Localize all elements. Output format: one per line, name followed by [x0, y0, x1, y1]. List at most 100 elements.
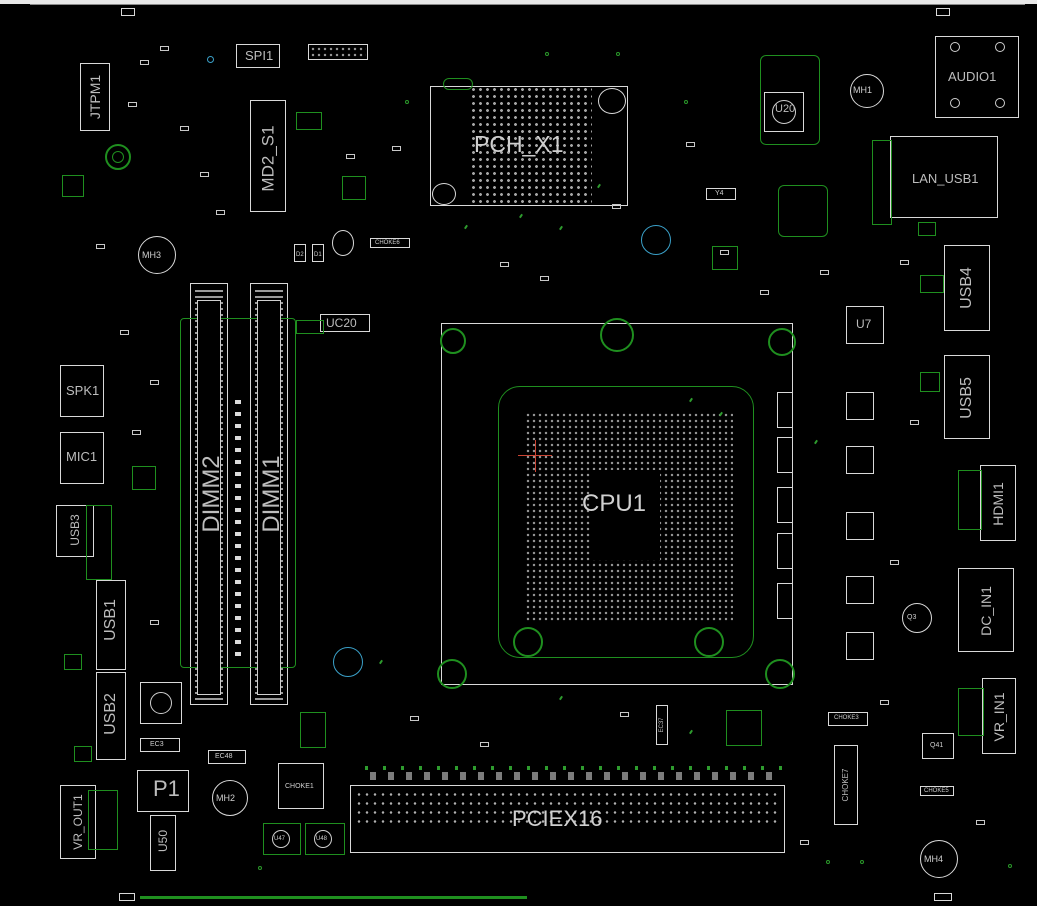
mh2-hole	[212, 780, 248, 816]
trace-tick	[379, 659, 383, 665]
smd-pad	[720, 250, 729, 255]
dc-in-jack	[958, 568, 1014, 652]
mosfet-5	[846, 632, 874, 660]
top-marker-right	[936, 8, 950, 16]
dimm2-slot-inner	[197, 300, 221, 695]
usb3-header	[56, 505, 94, 557]
cpu-hole-tr	[768, 328, 796, 356]
mh3-label: MH3	[142, 250, 162, 260]
cap-col-3	[777, 487, 793, 523]
cpu-keepout	[498, 386, 754, 658]
u47-chip	[272, 830, 290, 848]
via	[1008, 864, 1012, 868]
dimm2-label: DIMM2	[198, 455, 225, 533]
pch-pin1-trace	[443, 78, 473, 90]
mic-header	[60, 432, 104, 484]
smd-pad	[480, 742, 489, 747]
u50-label: U50	[156, 830, 170, 853]
copper-pad	[918, 222, 936, 236]
pcie-top-caps	[370, 772, 780, 780]
bottom-marker-right	[934, 893, 952, 901]
usb2-header	[96, 672, 126, 760]
smd-pad	[132, 430, 141, 435]
smd-pad	[200, 172, 209, 177]
via	[826, 860, 830, 864]
via	[258, 866, 262, 870]
pcie-label: PCIEX16	[512, 806, 603, 831]
usb4-label: USB4	[958, 267, 975, 309]
p1-label: P1	[153, 776, 180, 801]
uc20-chip	[320, 314, 370, 332]
copper-pad	[64, 654, 82, 670]
lan-copper	[872, 140, 892, 225]
cpu-hole-bl	[437, 659, 467, 689]
dimm2-slot	[190, 283, 228, 705]
hdmi-copper	[958, 470, 982, 530]
cpu-hole-bc2	[694, 627, 724, 657]
d2-diode	[294, 244, 306, 262]
u20-center	[772, 100, 796, 124]
smd-pad	[180, 126, 189, 131]
via	[545, 52, 549, 56]
ec3-label: EC3	[150, 741, 164, 748]
u20-label: U20	[775, 103, 796, 115]
mounting-hole-blue-2	[333, 647, 363, 677]
top-border-inner	[30, 4, 1025, 5]
choke1-label: CHOKE1	[285, 783, 314, 790]
u17-center	[150, 692, 172, 714]
trace-tick	[559, 695, 563, 701]
pch-label: PCH_X1	[474, 131, 564, 157]
cpu-hole-tl	[440, 328, 466, 354]
audio-jack	[935, 36, 1019, 118]
vr-out-copper	[88, 790, 118, 850]
usb3-label: USB3	[68, 514, 82, 546]
copper-pad	[74, 746, 92, 762]
cap-col-5	[777, 583, 793, 619]
dimm1-slot	[250, 283, 288, 705]
cpu-hole-br	[765, 659, 795, 689]
small-cap-round	[332, 230, 354, 256]
mh2-label: MH2	[216, 793, 236, 803]
copper-pad	[132, 466, 156, 490]
uc20-trace	[296, 320, 324, 334]
y4-label: Y4	[715, 190, 724, 197]
mh3-hole	[138, 236, 176, 274]
via	[860, 860, 864, 864]
smd-pad	[346, 154, 355, 159]
usb5-label: USB5	[958, 377, 975, 419]
mosfet-2	[846, 446, 874, 474]
cpu-label: CPU1	[582, 490, 647, 517]
copper-pad	[920, 372, 940, 392]
smd-pad	[540, 276, 549, 281]
smd-pad	[800, 840, 809, 845]
top-border	[0, 0, 1037, 4]
u50-chip	[150, 815, 176, 871]
mh1-hole	[850, 74, 884, 108]
smd-pad	[880, 700, 889, 705]
smd-pad	[120, 330, 129, 335]
dc-in-label: DC_IN1	[978, 586, 994, 636]
u48-label: U48	[316, 836, 328, 842]
smd-pad	[140, 60, 149, 65]
trace-tick	[814, 439, 818, 445]
u7-chip	[846, 306, 884, 344]
ec37-cap	[656, 705, 668, 745]
d2-label: D2	[296, 252, 304, 258]
usb3-copper	[86, 505, 112, 580]
u7-label: U7	[856, 317, 872, 331]
y4-crystal	[706, 188, 736, 200]
copper-pad	[296, 112, 322, 130]
smd-pad	[686, 142, 695, 147]
vr-in-copper	[958, 688, 984, 736]
dimm-mid-pads	[235, 400, 241, 660]
mh1-label: MH1	[853, 85, 873, 95]
mosfet-1	[846, 392, 874, 420]
smd-pad	[910, 420, 919, 425]
mosfet-3	[846, 512, 874, 540]
u20-chip	[764, 92, 804, 132]
via	[616, 52, 620, 56]
vr-in-header	[982, 678, 1016, 754]
left-hole-1-inner	[112, 151, 124, 163]
mounting-hole-blue-3	[207, 56, 214, 63]
choke6-label: CHOKE6	[375, 240, 400, 246]
